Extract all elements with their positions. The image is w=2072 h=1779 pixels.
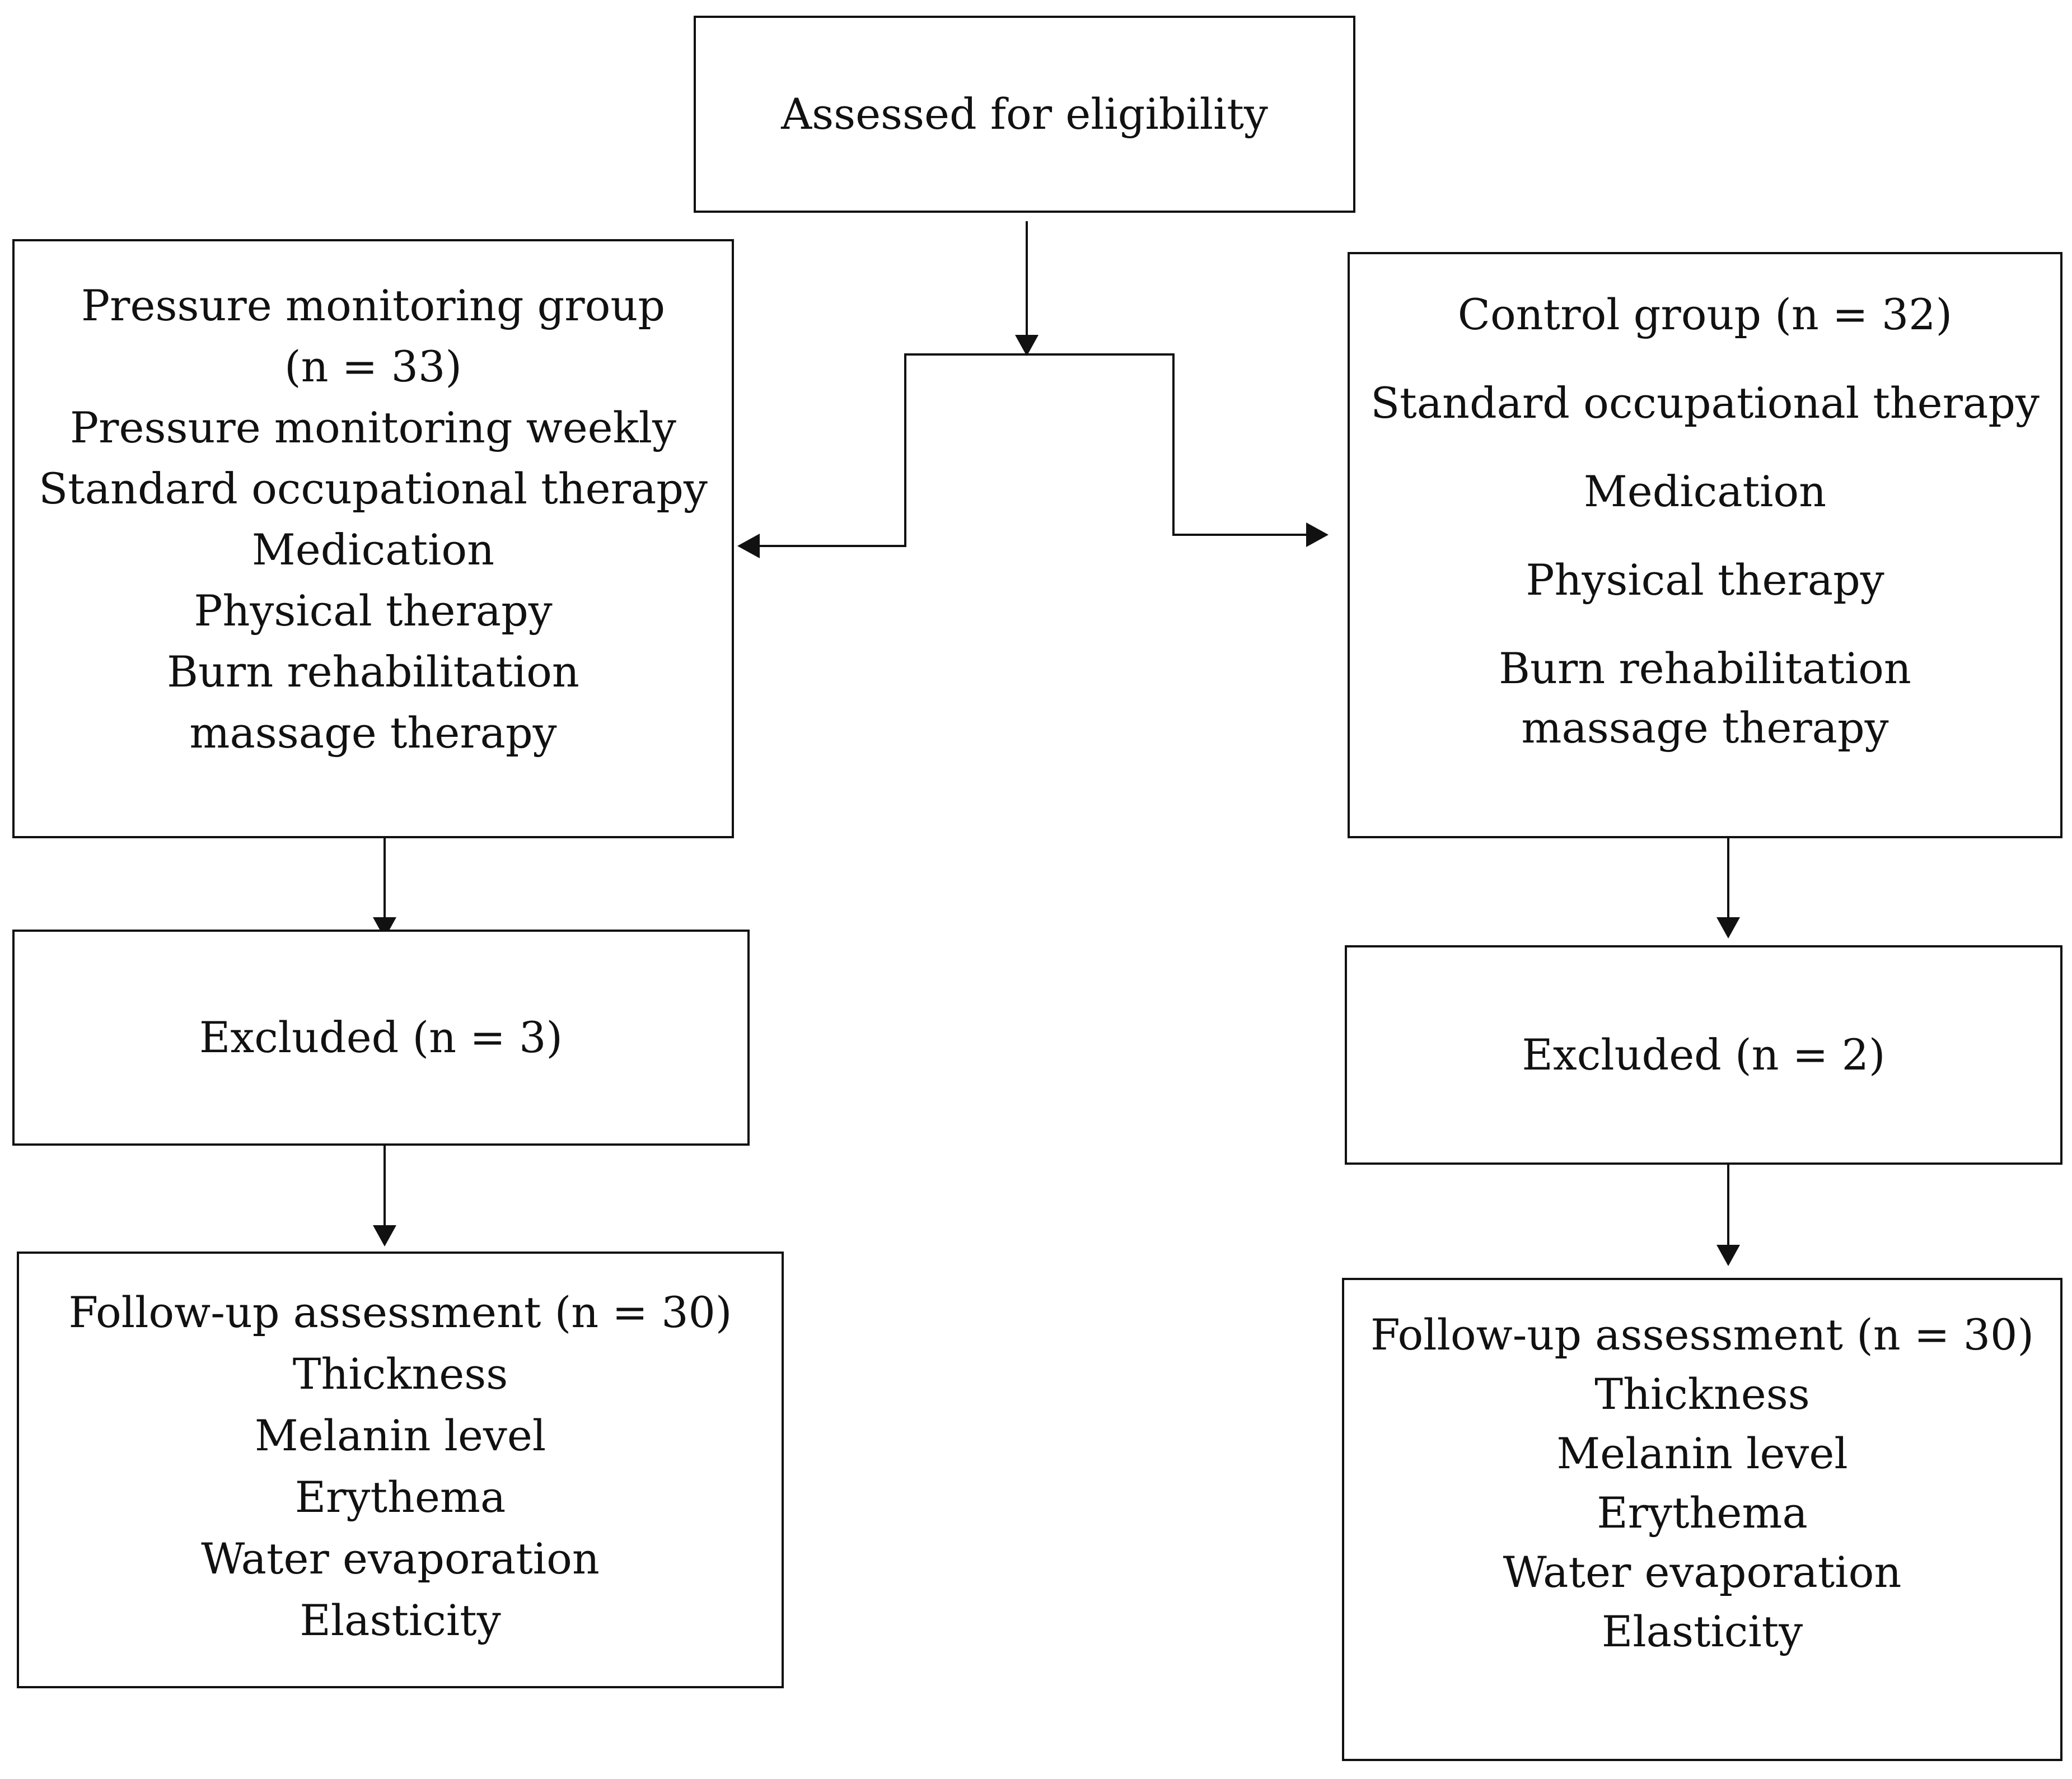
left-followup-item: Water evaporation xyxy=(201,1534,600,1584)
right-group-item: Medication xyxy=(1583,466,1827,516)
right-excluded-label: Excluded (n = 2) xyxy=(1522,1030,1886,1080)
connector-split-left xyxy=(759,353,1027,547)
left-group-count: (n = 33) xyxy=(284,342,462,391)
pressure-monitoring-group-box: Pressure monitoring group (n = 33) Press… xyxy=(12,239,734,838)
right-group-item: Burn rehabilitation massage therapy xyxy=(1499,643,1911,753)
right-group-title: Control group (n = 32) xyxy=(1457,290,1953,339)
right-followup-title: Follow-up assessment (n = 30) xyxy=(1370,1310,2034,1360)
left-followup-title: Follow-up assessment (n = 30) xyxy=(68,1287,732,1337)
arrowhead-down-right-excluded xyxy=(1716,917,1740,938)
left-followup-item: Elasticity xyxy=(300,1595,501,1645)
right-followup-item: Melanin level xyxy=(1556,1428,1848,1478)
right-followup-box: Follow-up assessment (n = 30) Thickness … xyxy=(1342,1278,2062,1761)
control-group-box: Control group (n = 32) Standard occupati… xyxy=(1348,252,2062,838)
left-followup-box: Follow-up assessment (n = 30) Thickness … xyxy=(17,1252,784,1688)
left-group-item: Standard occupational therapy xyxy=(39,464,708,513)
arrowhead-down-left-followup xyxy=(373,1225,396,1246)
right-group-item: Physical therapy xyxy=(1526,555,1884,605)
assessed-for-eligibility-box: Assessed for eligibility xyxy=(694,16,1355,213)
arrowhead-down-left-excluded xyxy=(373,917,396,938)
right-excluded-box: Excluded (n = 2) xyxy=(1345,945,2062,1165)
left-excluded-label: Excluded (n = 3) xyxy=(199,1012,563,1063)
right-followup-item: Thickness xyxy=(1594,1369,1810,1419)
right-followup-item: Erythema xyxy=(1597,1488,1808,1538)
right-followup-item: Elasticity xyxy=(1601,1607,1803,1656)
arrowhead-right-group xyxy=(1306,522,1329,547)
assessed-label: Assessed for eligibility xyxy=(781,89,1268,139)
left-group-item: Pressure monitoring weekly xyxy=(70,403,676,452)
right-group-item: Standard occupational therapy xyxy=(1371,378,2040,428)
arrowhead-down-right-followup xyxy=(1716,1245,1740,1266)
left-followup-item: Melanin level xyxy=(254,1411,546,1460)
left-group-title: Pressure monitoring group xyxy=(81,281,665,330)
left-followup-item: Erythema xyxy=(294,1472,506,1522)
right-followup-item: Water evaporation xyxy=(1503,1547,1902,1597)
left-group-item: Burn rehabilitation massage therapy xyxy=(167,647,579,758)
arrowhead-left-group xyxy=(737,534,760,558)
left-group-item: Physical therapy xyxy=(194,586,553,636)
left-followup-item: Thickness xyxy=(292,1349,508,1399)
arrowhead-down-top xyxy=(1015,335,1039,356)
left-group-item: Medication xyxy=(251,525,495,575)
connector-split-right xyxy=(1027,353,1307,536)
left-excluded-box: Excluded (n = 3) xyxy=(12,930,750,1146)
